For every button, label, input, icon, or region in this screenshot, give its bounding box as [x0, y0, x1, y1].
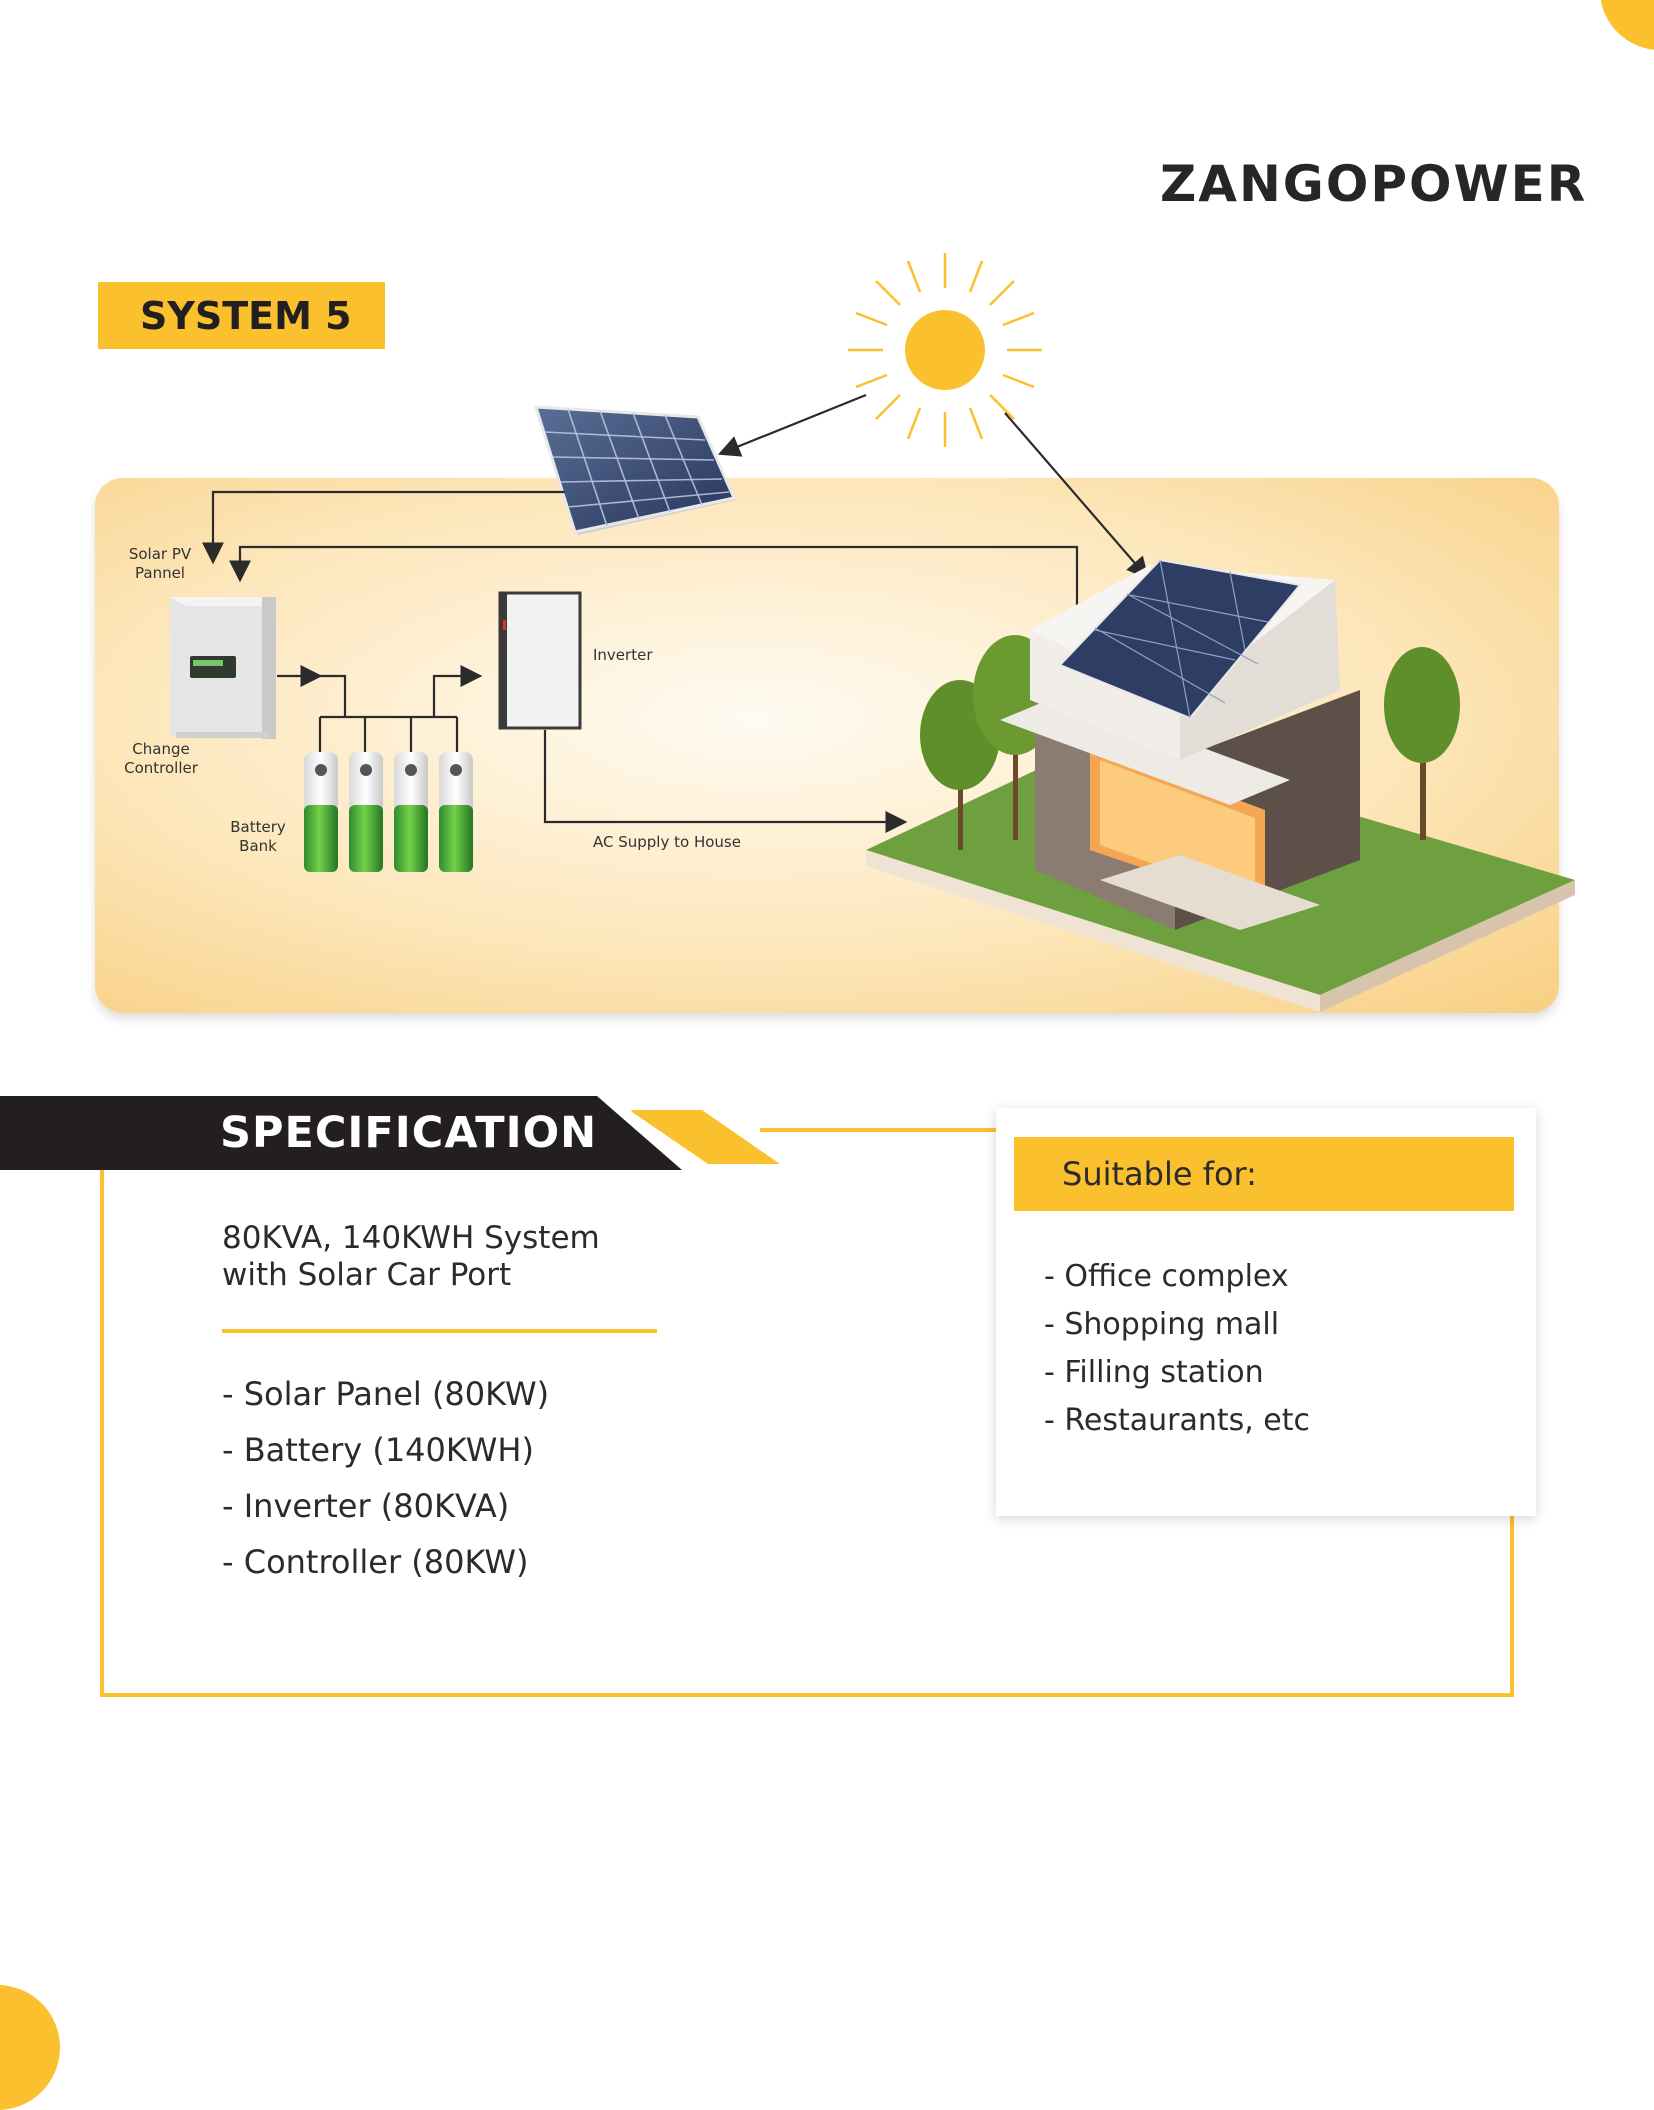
- description-divider: [222, 1329, 657, 1333]
- component-list: - Solar Panel (80KW) - Battery (140KWH) …: [222, 1366, 549, 1590]
- list-item: - Controller (80KW): [222, 1543, 529, 1581]
- system-badge: SYSTEM 5: [98, 282, 385, 349]
- suitable-for-header: Suitable for:: [1014, 1137, 1514, 1211]
- label-ac-supply: AC Supply to House: [593, 833, 741, 851]
- sun-icon: [848, 253, 1042, 447]
- list-item: - Solar Panel (80KW): [222, 1375, 550, 1413]
- frame-bottom-line: [100, 1693, 1514, 1697]
- tree-icon: [1384, 647, 1460, 840]
- inverter-icon: [498, 591, 582, 730]
- banner-accent: [630, 1110, 780, 1164]
- system-title: SYSTEM 5: [140, 293, 352, 338]
- solar-panel-icon: [533, 405, 737, 535]
- label-battery-bank: Battery Bank: [230, 818, 286, 855]
- list-item: - Filling station: [1044, 1355, 1264, 1390]
- frame-top-line: [760, 1128, 1000, 1132]
- list-item: - Battery (140KWH): [222, 1431, 534, 1469]
- brand-logo: ZANGOPOWER: [1160, 155, 1588, 213]
- specification-title: SPECIFICATION: [220, 1108, 598, 1158]
- list-item: - Restaurants, etc: [1044, 1403, 1311, 1438]
- system-description: 80KVA, 140KWH System with Solar Car Port: [222, 1220, 600, 1293]
- suitable-for-title: Suitable for:: [1062, 1155, 1257, 1193]
- list-item: - Shopping mall: [1044, 1307, 1280, 1342]
- system-diagram: [170, 253, 1575, 1012]
- list-item: - Office complex: [1044, 1259, 1289, 1294]
- house-icon: [866, 558, 1575, 1012]
- use-case-list: - Office complex - Shopping mall - Filli…: [1044, 1253, 1310, 1445]
- label-inverter: Inverter: [593, 646, 653, 664]
- battery-icon: [304, 752, 473, 872]
- label-solar-pv-panel: Solar PV Pannel: [128, 545, 192, 582]
- frame-right-line: [1510, 1512, 1514, 1697]
- list-item: - Inverter (80KVA): [222, 1487, 510, 1525]
- frame-left-line: [100, 1170, 104, 1697]
- label-charge-controller: Change Controller: [124, 740, 198, 777]
- charge-controller-icon: [170, 597, 276, 739]
